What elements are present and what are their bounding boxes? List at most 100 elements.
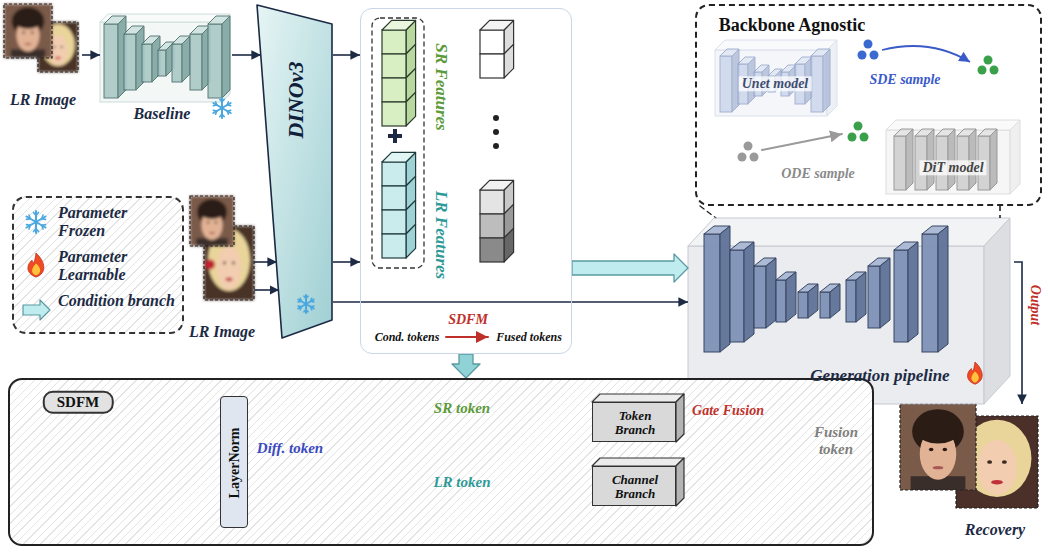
drawing-part [446,336,488,338]
drawing-part [36,229,38,232]
encoder-shape [256,4,334,340]
drawing-part [217,245,241,289]
drawing-part [808,284,818,318]
encoder-block: DINOv3 [256,4,334,340]
legend-icon [22,207,52,237]
legend-row: Condition branch [22,290,178,330]
drawing-part [382,152,416,162]
label-text: LayerNorm [227,428,242,499]
drawing-part [406,224,416,258]
token-stack [382,20,416,126]
drawing-part [977,440,1016,495]
label-text: LR token [433,474,490,491]
sample-dot [750,153,759,162]
snowflake-icon [213,98,230,118]
drawing-part [798,292,808,318]
snowflake-icon [26,211,45,233]
drawing-part [886,130,1010,194]
drawing-part [213,104,216,106]
drawing-part [990,129,997,190]
norm-box: LayerNorm [220,396,248,528]
drawing-part [227,102,228,105]
drawing-part [311,305,314,307]
photo-content [900,404,976,490]
label-text: Cond. tokens [375,331,440,344]
drawing-part [894,250,908,342]
drawing-part [25,43,32,45]
drawing-part [968,362,983,384]
drawing-part [382,162,406,186]
drawing-part [222,114,224,117]
legend-icon [22,295,52,325]
label-text: Unet model [739,76,812,91]
label-text: SR token [434,400,490,417]
drawing-part [504,228,514,262]
photo-content [190,196,234,246]
drawing-part [4,4,52,58]
connector [452,354,480,378]
drawing-part [744,242,754,342]
block-3d [811,49,830,112]
drawing-part [298,300,301,302]
label-text: SR Features [432,43,451,130]
drawing-part [868,266,880,328]
block-3d [730,242,754,342]
inset-box: Backbone AgnosticUnet modelDiT model [695,4,1042,206]
drawing-part [124,34,136,90]
drawing-part [754,266,766,328]
drawing-part [900,404,976,490]
drawing-part [786,272,796,322]
drawing-part [42,215,43,219]
legend-icon [22,251,52,281]
drawing-part [227,110,230,112]
drawing-part [480,214,504,238]
drawing-part [480,30,504,54]
block-3d [142,36,160,82]
drawing-part [16,18,39,29]
branch-box: Channel Branch [592,466,676,506]
legend-text: Condition branch [58,292,176,310]
flame-icon [28,253,44,277]
image-output: Recovery [900,404,1040,548]
block-3d [798,284,818,318]
label-text: Fused tokens [496,331,562,344]
drawing-part [226,277,233,281]
drawing-part [23,300,50,320]
drawing-part [232,262,235,265]
drawing-part [504,44,514,78]
drawing-part [55,57,61,60]
drawing-part [971,372,978,383]
drawing-part [216,111,217,114]
block-3d [894,129,913,190]
ellipsis-dot [493,143,499,149]
legend-text: Parameter Learnable [58,248,176,284]
drawing-part [34,212,36,215]
drawing-part [991,480,1002,485]
drawing-part [382,78,406,102]
image-input: LR Image [4,4,82,108]
drawing-part [700,206,716,218]
legend-row: Parameter Frozen [22,202,178,242]
ellipsis-dot [493,115,499,121]
sample-dot [738,153,747,162]
block-3d [704,226,730,352]
drawing-part [372,18,424,268]
legend-row: Parameter Learnable [22,246,178,286]
drawing-part [29,225,30,229]
drawing-part [688,218,1010,246]
block-3d [104,16,126,98]
sample-dot [978,66,987,75]
drawing-part [42,224,46,226]
drawing-part [26,218,30,220]
drawing-part [382,20,416,30]
drawing-part [943,448,948,451]
drawing-part [26,217,45,228]
drawing-part [215,222,218,224]
drawing-part [900,404,976,490]
drawing-part [223,262,226,265]
ellipsis-dot [493,129,499,135]
label-text: Token Branch [598,409,672,438]
block-3d [754,258,776,328]
connector [254,261,277,263]
drawing-part [676,458,684,506]
